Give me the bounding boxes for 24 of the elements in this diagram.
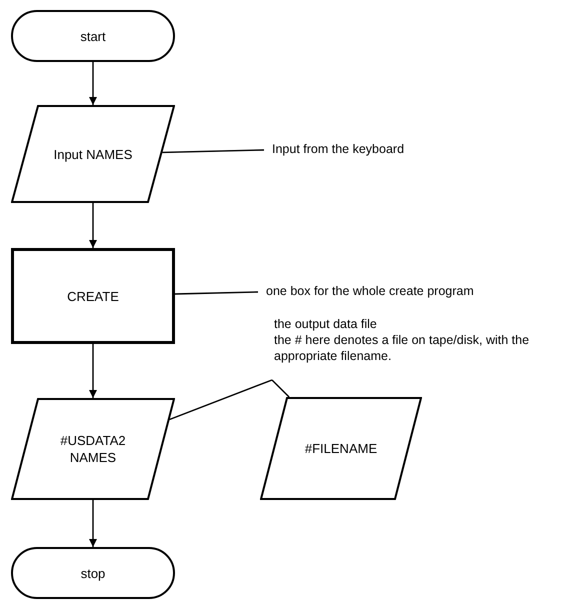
node-label: #USDATA2 NAMES	[59, 432, 127, 466]
process-box	[11, 248, 175, 344]
leader-line	[272, 380, 290, 398]
node-label: Input NAMES	[54, 146, 132, 162]
input-output-shape	[11, 105, 175, 203]
arrow	[89, 500, 97, 547]
leader-line	[174, 291, 258, 295]
annotation-text: Input from the keyboard	[272, 141, 406, 157]
node-label: CREATE	[67, 288, 119, 304]
node-label: stop	[80, 564, 106, 582]
input-output-shape	[260, 397, 422, 500]
terminal-shape	[11, 547, 175, 599]
annotation-text: the output data file	[274, 316, 378, 332]
leader-line	[162, 149, 264, 154]
arrow	[89, 344, 97, 398]
input-output-shape	[11, 398, 175, 500]
arrow	[89, 203, 97, 248]
arrow	[89, 62, 97, 105]
annotation-text: one box for the whole create program	[266, 283, 475, 299]
terminal-shape	[11, 10, 175, 62]
node-label: start	[80, 28, 106, 44]
leader-line	[169, 379, 272, 420]
annotation-text: the # here denotes a file on tape/disk, with the appropriate filename.	[274, 332, 530, 364]
node-label: #FILENAME	[304, 440, 378, 457]
